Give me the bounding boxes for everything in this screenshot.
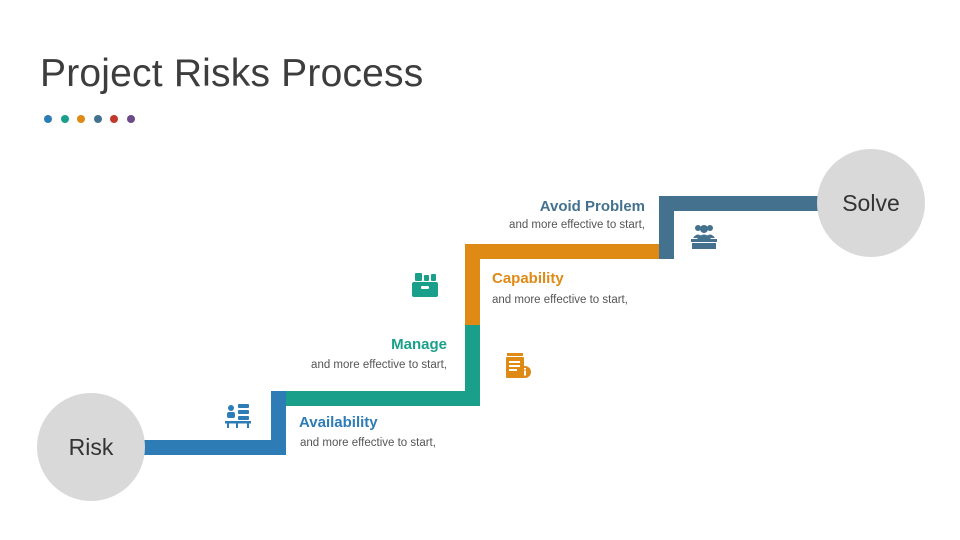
dot-blue bbox=[44, 115, 52, 123]
path-segment-slate-vertical bbox=[659, 196, 674, 259]
path-segment-blue-horizontal bbox=[140, 440, 286, 455]
dot-slate bbox=[93, 115, 102, 123]
dot-red bbox=[110, 115, 118, 123]
step-desc-capability: and more effective to start, bbox=[492, 294, 628, 306]
path-segment-blue-vertical bbox=[271, 391, 286, 455]
path-segment-teal-vertical bbox=[465, 325, 480, 406]
start-label: Risk bbox=[68, 433, 114, 460]
path-segment-teal-horizontal bbox=[286, 391, 480, 406]
step-title-avoid-problem: Avoid Problem bbox=[539, 198, 645, 215]
start-circle-risk: Risk bbox=[37, 393, 145, 501]
step-desc-availability: and more effective to start, bbox=[300, 437, 436, 449]
path-segment-slate-horizontal bbox=[674, 196, 824, 211]
dot-orange bbox=[77, 115, 85, 123]
meeting-icon bbox=[691, 225, 717, 249]
step-title-capability: Capability bbox=[492, 270, 564, 287]
dot-purple bbox=[126, 115, 135, 123]
color-dots bbox=[44, 115, 135, 123]
step-title-manage: Manage bbox=[391, 336, 447, 353]
end-label: Solve bbox=[842, 189, 900, 216]
document-info-icon bbox=[506, 353, 531, 378]
path-segment-orange-vertical bbox=[465, 244, 480, 325]
path-segment-orange-horizontal bbox=[480, 244, 674, 259]
step-title-availability: Availability bbox=[299, 414, 378, 431]
toolbox-icon bbox=[412, 273, 438, 297]
end-circle-solve: Solve bbox=[817, 149, 925, 257]
dot-teal bbox=[60, 115, 69, 123]
step-desc-manage: and more effective to start, bbox=[311, 359, 447, 371]
office-desk-icon bbox=[225, 404, 251, 428]
step-desc-avoid-problem: and more effective to start, bbox=[509, 219, 645, 231]
page-title: Project Risks Process bbox=[40, 52, 424, 95]
